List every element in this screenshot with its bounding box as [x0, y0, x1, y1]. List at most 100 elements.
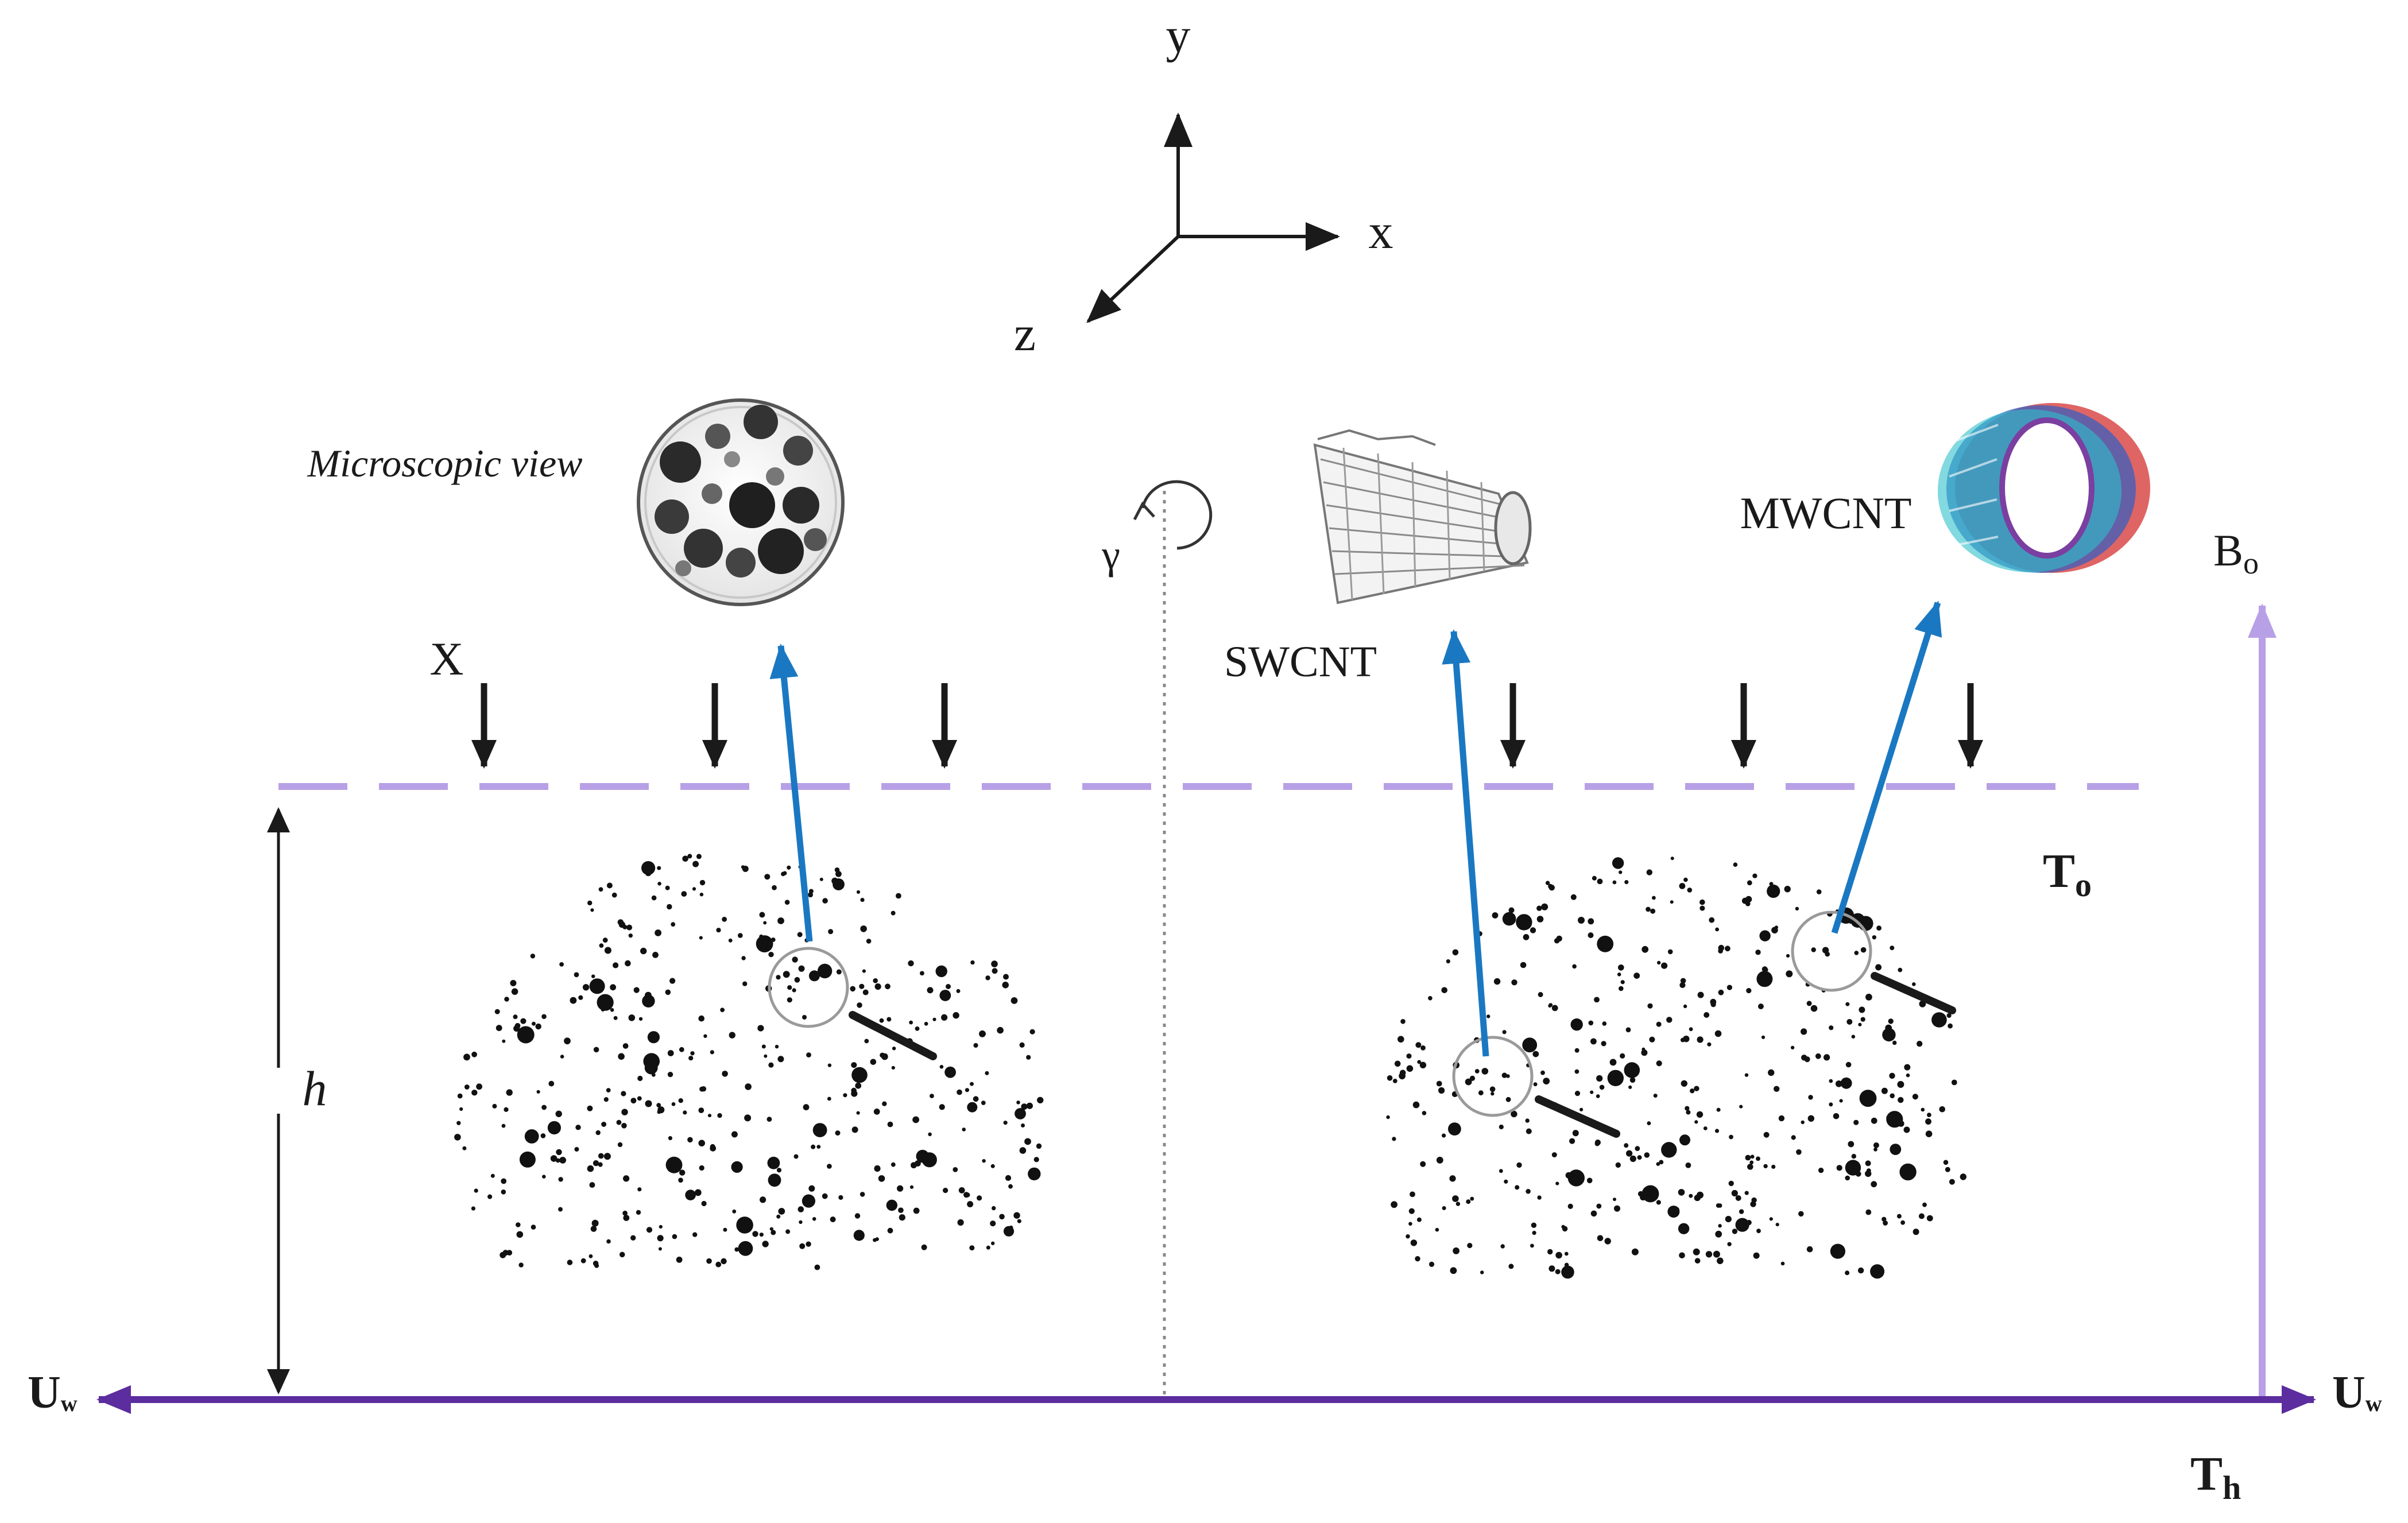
- gamma-label: γ: [1101, 532, 1120, 578]
- nanoparticle: [1704, 1012, 1710, 1018]
- nanoparticle: [768, 1173, 781, 1187]
- nanoparticle: [1729, 1134, 1733, 1140]
- nanoparticle: [1896, 1214, 1902, 1219]
- nanoparticle: [589, 1182, 595, 1188]
- nanoparticle: [1641, 1049, 1648, 1056]
- magnetic-field-label-main: B: [2213, 525, 2243, 575]
- nanoparticle: [1410, 1191, 1415, 1198]
- wall-velocity-left-main: U: [28, 1367, 61, 1418]
- nanoparticle: [1759, 930, 1771, 941]
- nanoparticle: [682, 855, 688, 862]
- nanoparticle: [1943, 1160, 1949, 1165]
- nanoparticle: [1465, 1078, 1472, 1086]
- nanoparticle: [1872, 935, 1876, 940]
- nanoparticle: [1592, 875, 1597, 881]
- nanoparticle: [953, 1012, 959, 1019]
- nanoparticle: [637, 1187, 642, 1192]
- nanoparticle: [1564, 1262, 1569, 1268]
- nanoparticle: [1656, 1162, 1660, 1166]
- nanoparticle: [1511, 979, 1517, 986]
- nanoparticle: [1530, 1243, 1534, 1248]
- nanoparticle: [771, 1230, 776, 1235]
- nanoparticle: [1715, 927, 1720, 932]
- nanoparticle: [915, 1026, 920, 1031]
- nanoparticle: [1763, 1131, 1770, 1138]
- nanoparticle: [547, 1121, 562, 1135]
- nanoparticle: [870, 1059, 877, 1065]
- nanoparticle: [1763, 1164, 1768, 1169]
- nanoparticle: [1745, 1154, 1751, 1161]
- nanoparticle: [621, 1123, 627, 1129]
- nanoparticle: [1474, 1069, 1480, 1074]
- nanoparticle: [896, 893, 901, 899]
- nanoparticle: [1808, 1095, 1813, 1100]
- nanoparticle: [850, 986, 855, 992]
- nanoparticle: [732, 1209, 737, 1214]
- nanoparticle: [787, 985, 792, 990]
- nanoparticle: [851, 1087, 857, 1094]
- nanoparticle: [603, 1153, 611, 1160]
- nanoparticle: [710, 1050, 714, 1055]
- nanoparticle: [1570, 894, 1577, 900]
- nanoparticle: [957, 1089, 962, 1095]
- nanoparticle: [806, 1052, 811, 1057]
- nanoparticle: [792, 988, 796, 993]
- nanoparticle: [1818, 1168, 1824, 1173]
- x-axis-label: x: [1369, 204, 1393, 259]
- nanoparticle: [1796, 1149, 1802, 1155]
- nanoparticle: [1613, 1198, 1616, 1202]
- nanoparticle: [637, 1096, 642, 1101]
- nanoparticle: [1547, 1249, 1553, 1255]
- nanoparticle: [1599, 1084, 1605, 1090]
- nanoparticle: [665, 1156, 683, 1173]
- nanoparticle: [1019, 1042, 1025, 1048]
- nanoparticle: [763, 921, 767, 925]
- nanoparticle: [500, 1251, 506, 1258]
- nanoparticle: [1798, 1211, 1804, 1217]
- nanoparticle: [1815, 1053, 1821, 1059]
- nanoparticle: [982, 1159, 986, 1163]
- nanoparticle: [1391, 1201, 1398, 1208]
- nanoparticle: [1604, 1238, 1611, 1245]
- nanoparticle: [578, 995, 583, 1000]
- nanoparticle: [1026, 1102, 1033, 1109]
- nanoparticle: [1876, 925, 1882, 931]
- nanoparticle: [1024, 1138, 1031, 1145]
- nanoparticle: [1744, 1073, 1749, 1077]
- nanoparticle: [1912, 1094, 1918, 1100]
- nanoparticle: [1807, 1115, 1814, 1122]
- nanoparticle: [1470, 1196, 1474, 1201]
- nanoparticle: [676, 1257, 683, 1263]
- nanoparticle: [1415, 1256, 1420, 1262]
- nanoparticle: [597, 994, 614, 1011]
- nanoparticle: [1578, 917, 1585, 924]
- nanoparticle: [1836, 1165, 1842, 1171]
- nanoparticle: [1829, 1025, 1834, 1030]
- nanoparticle: [1442, 1206, 1446, 1210]
- nanoparticle: [1694, 1086, 1699, 1091]
- nanoparticle: [1545, 881, 1550, 885]
- nanoparticle: [768, 952, 774, 958]
- nanoparticle: [1816, 889, 1822, 894]
- nanoparticle: [1508, 1264, 1514, 1269]
- swcnt-label: SWCNT: [1224, 638, 1377, 686]
- nanoparticle: [973, 1043, 978, 1048]
- nanoparticle: [819, 877, 823, 881]
- nanoparticle: [882, 1101, 887, 1106]
- nanoparticle: [1394, 1060, 1401, 1067]
- nanoparticle: [909, 1185, 914, 1189]
- nanoparticle: [1755, 950, 1761, 955]
- nanoparticle: [1647, 1003, 1653, 1009]
- nanoparticle: [1890, 1144, 1902, 1155]
- nanoparticle: [1926, 1215, 1933, 1222]
- nanoparticle: [657, 882, 661, 886]
- nanoparticle: [1769, 1217, 1773, 1221]
- nanoparticle: [613, 1016, 618, 1020]
- nanoparticle: [1727, 1242, 1732, 1246]
- nanoparticle: [1889, 1072, 1895, 1079]
- nanoparticle: [761, 1044, 766, 1049]
- nanoparticle: [646, 1227, 653, 1233]
- nanoparticle: [1739, 1209, 1744, 1214]
- nanoparticle: [806, 1241, 811, 1247]
- nanoparticle: [716, 928, 721, 933]
